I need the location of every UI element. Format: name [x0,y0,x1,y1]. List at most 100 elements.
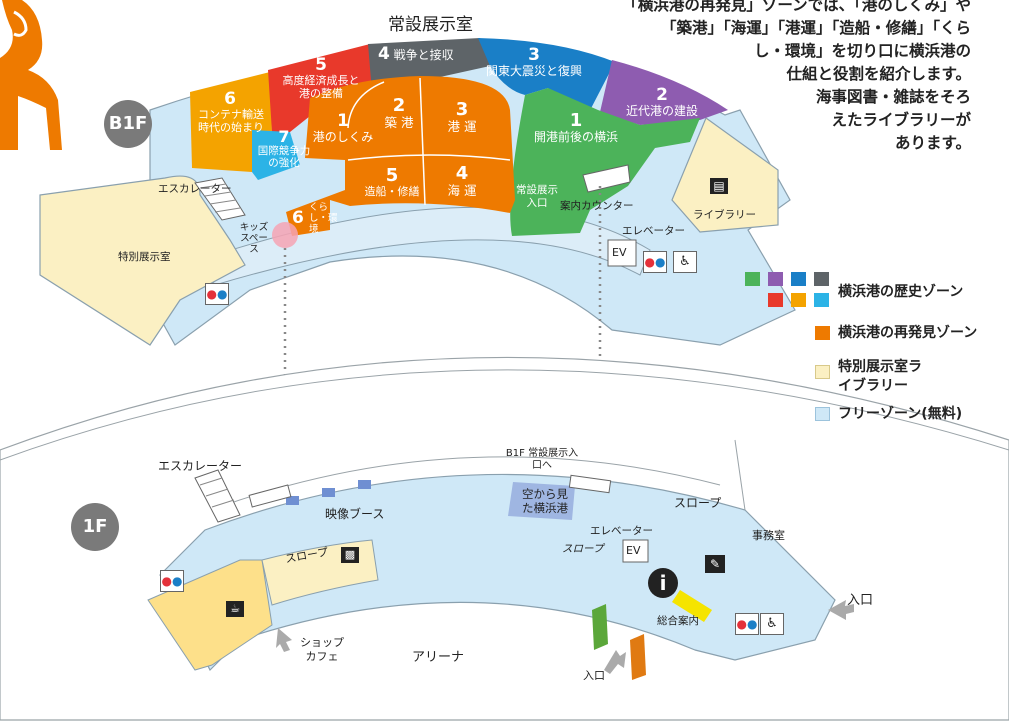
history-zone-6-label: コンテナ輸送時代の始まり [198,108,264,134]
f1-escalator-label: エスカレーター [158,459,243,473]
legend-special-swatch [815,365,830,379]
zone-number: 3 [528,45,540,65]
general-info-label: 総合案内 [657,615,699,627]
legend-special-label: 特別展示室ライブラリー [838,359,922,394]
zone-number: 4 [378,44,390,64]
history-zone-6: 6 [192,90,268,108]
zone-label: 国際競争力の強化 [257,145,311,169]
rediscovery-zone-6: 6 くらし・環境 [292,202,348,235]
zone-label: 戦争と接収 [393,48,454,62]
rediscovery-zone-4: 4 海 運 [430,164,494,199]
b1f-label: B1F [108,113,148,134]
arena-label: アリーナ [412,650,465,665]
zone-number: 6 [292,208,304,228]
zone-number: 4 [455,163,469,184]
mascot-figure [0,0,62,150]
description-line: し・環境」を切り口に横浜港の [753,42,971,60]
kids-space-label: キッズスペース [239,222,269,255]
restroom-icon: ●● [205,283,229,305]
b1f-badge [104,100,152,148]
shop-cafe-label: ショップカフェ [300,636,344,663]
b1f-ev-label: EV [612,246,627,259]
info-desk [672,590,712,622]
b1f-escalator-label: エスカレーター [158,183,232,195]
info-counter-label: 案内カウンター [560,200,634,212]
zone-label: 関東大震災と復興 [485,64,582,78]
slope-mid-label: スロープ [562,543,604,555]
zone-label: 海 運 [447,183,477,198]
restroom-icon: ●● [735,613,759,635]
info-icon: i [648,568,678,598]
f1-elevator-label: エレベーター [590,525,653,537]
description-line: 「築港」「海運」「港運」「造船・修繕」「くら [660,19,971,37]
description-line: あります。 [895,134,971,152]
history-zone-1: 1 開港前後の横浜 [526,110,626,145]
zone-label: くらし・環境 [308,202,338,235]
restroom-icon: ●● [643,251,667,273]
f1-ev-label: EV [626,544,641,557]
legend-free-swatch [815,407,830,421]
b1f-elevator-label: エレベーター [622,225,685,237]
zone-number: 3 [455,99,469,120]
accessible-icon: ♿ [760,613,784,635]
description-line: 仕組と役割を紹介します。 [786,65,971,83]
b1f-title: 常設展示室 [388,15,473,35]
zone-label: 港のしくみ [312,130,374,144]
entrance-arrow-bottom [604,650,626,674]
legend-rediscovery-swatch [815,326,830,340]
office-label: 事務室 [752,529,785,542]
zone-number: 1 [337,111,349,131]
zone-5-block [268,44,372,132]
special-exhibition-label: 特別展示室 [118,251,171,263]
zone-label: 高度経済成長と港の整備 [282,74,360,100]
gift-icon: ▩ [341,547,359,563]
rediscovery-zone-5: 5 造船・修繕 [356,166,428,199]
zone-label: 築 港 [384,115,414,130]
history-zone-5: 5 高度経済成長と港の整備 [278,56,364,100]
zone-6-block [190,72,272,172]
zone-number: 7 [278,127,290,146]
kids-space-marker [272,222,298,248]
pen-icon: ✎ [705,555,725,573]
zone-label: 造船・修繕 [364,185,420,198]
description-line: 海事図書・雑誌をそろ [815,88,971,106]
shop-arrow [276,628,292,652]
b1f-floor [39,38,796,346]
description-line: えたライブラリーが [831,111,971,129]
rediscovery-zone-3: 3 港 運 [430,100,494,135]
zone-7-block [252,130,300,180]
zone-number: 5 [385,165,399,186]
accessible-icon: ♿ [673,251,697,273]
f1-free-zone [159,473,836,672]
entrance-arrow-right [828,600,854,620]
library-room [671,117,779,233]
zone-3-block [478,38,615,120]
zone-number: 2 [392,95,406,116]
cafe-cup-icon: ☕ [226,601,244,617]
description-block: 「横浜港の再発見」ゾーンでは、「港のしくみ」や 「築港」「海運」「港運」「造船・… [531,0,971,155]
history-zone-7: 7 国際競争力の強化 [254,128,314,169]
rediscovery-zone-2: 2 築 港 [372,96,426,131]
aerial-view-box [508,482,575,520]
legend-rediscovery-label: 横浜港の再発見ゾーン [838,325,978,341]
library-label: ライブラリー [693,209,756,221]
restroom-icon: ●● [160,570,184,592]
zone-label: 開港前後の横浜 [533,130,618,144]
zone-number: 1 [569,110,583,131]
history-zone-4: 4 戦争と接収 [378,44,488,64]
library-book-icon: ▤ [710,178,728,194]
zone-1-block [510,88,700,236]
entrance-pillars [592,604,646,680]
video-booth-label: 映像ブース [325,507,385,521]
history-zone-3: 3 関東大震災と復興 [478,46,590,78]
permanent-entrance-label: 常設展示入口 [516,184,558,209]
rediscovery-zone-1: 1 港のしくみ [312,112,374,144]
entrance-right-label: 入口 [847,593,874,608]
f1-badge [71,503,119,551]
legend-history-label: 横浜港の歴史ゾーン [838,284,964,300]
zone-number: 5 [315,55,327,75]
aerial-view-label: 空から見た横浜港 [522,487,568,515]
f1-label: 1F [82,516,108,537]
b1f-entrance-label: B1F 常設展示入口へ [505,448,579,471]
